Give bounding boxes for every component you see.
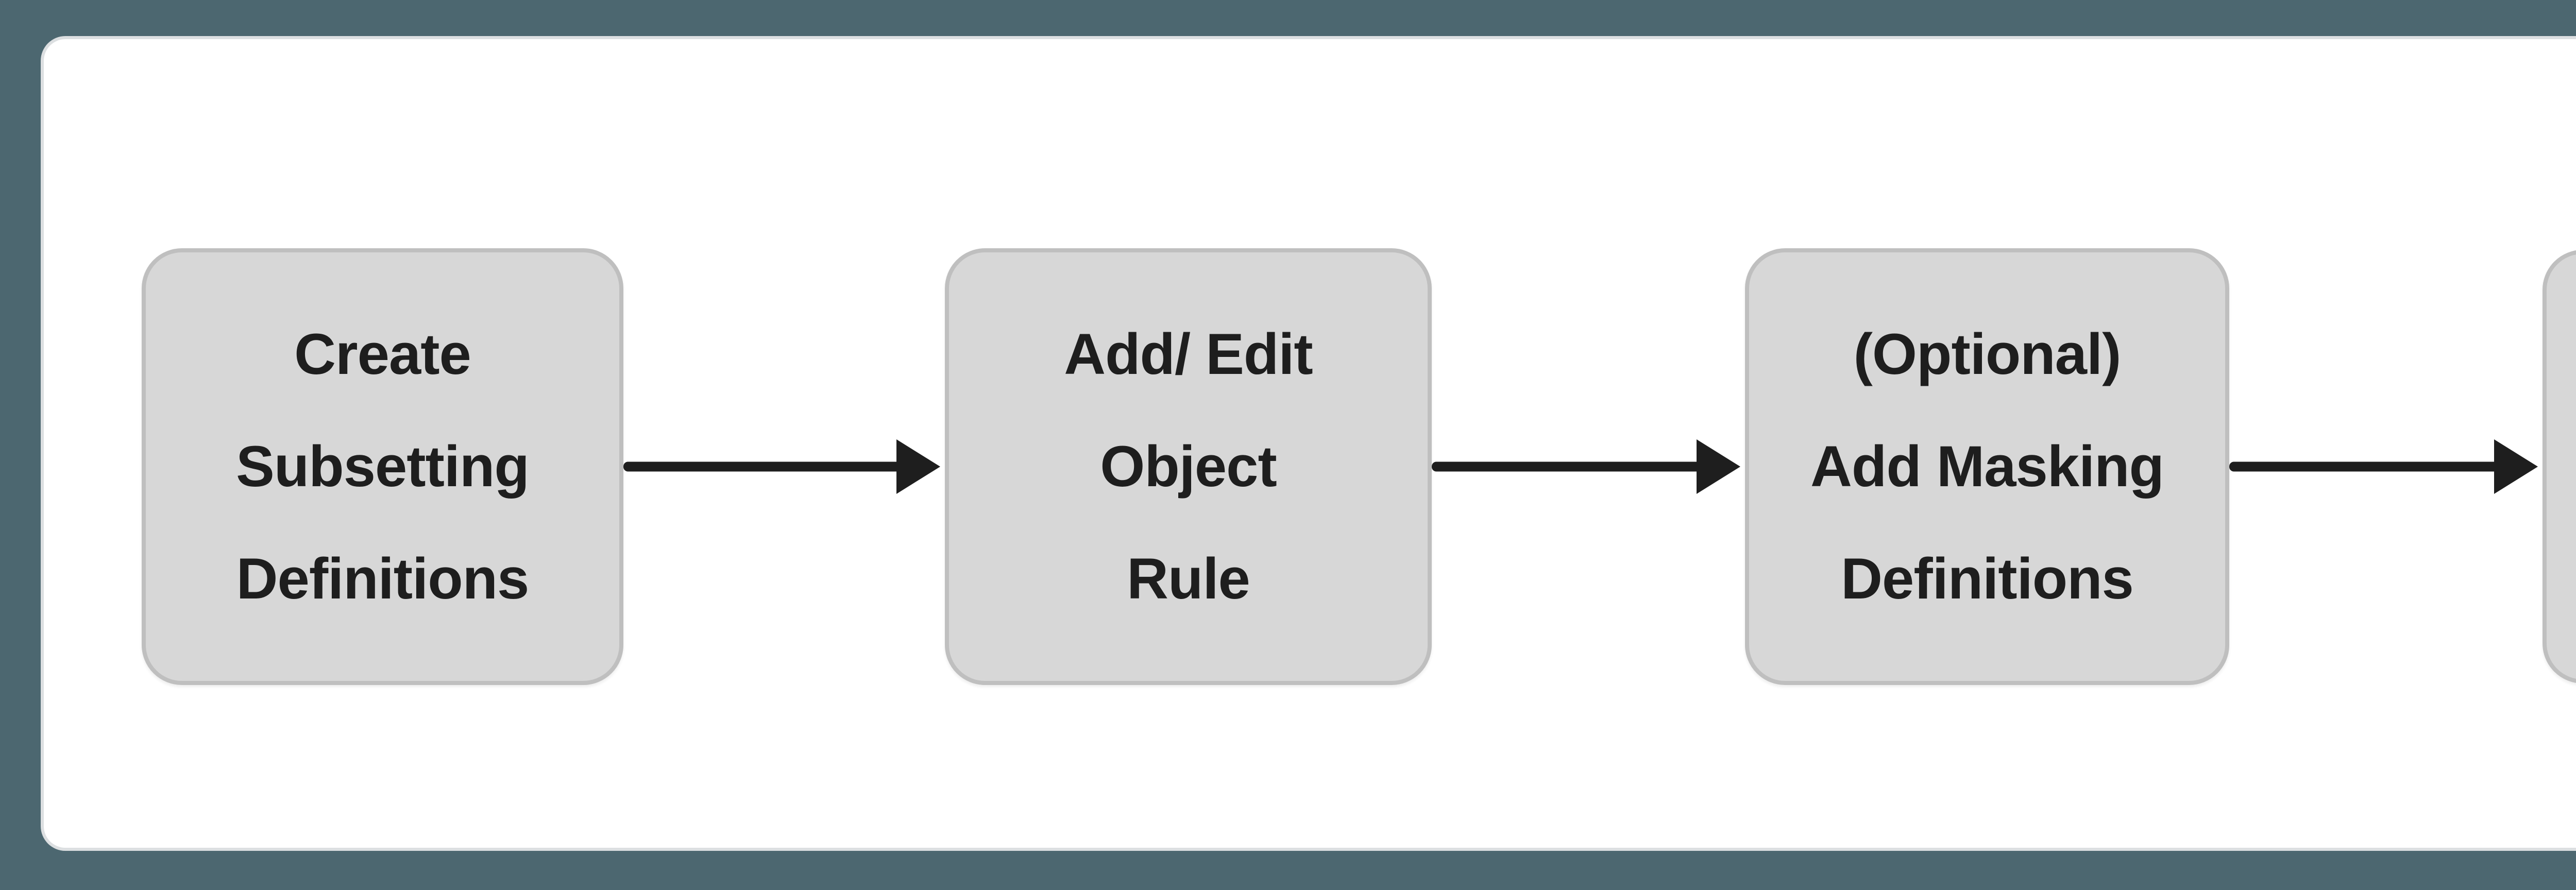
- node-label-line: and Execute: [2547, 410, 2576, 523]
- node-label-line: Script: [2547, 523, 2576, 635]
- arrow-shaft-icon: [2229, 461, 2499, 472]
- arrow-head-icon: [896, 439, 940, 494]
- node-label-line: Rule: [1127, 546, 1250, 611]
- node-label-line: Definitions: [236, 546, 530, 611]
- arrow-shaft-icon: [1432, 461, 1702, 472]
- arrow-head-icon: [1697, 439, 1740, 494]
- node-label-line: Add Masking: [1810, 434, 2164, 499]
- diagram-card: Create Subsetting Definitions Add/ Edit …: [44, 39, 2576, 848]
- process-flow-diagram: Create Subsetting Definitions Add/ Edit …: [142, 235, 2576, 698]
- process-node-create-subsetting-definitions[interactable]: Create Subsetting Definitions: [142, 248, 623, 685]
- arrow-connector-3: [2229, 439, 2543, 494]
- node-label-line: Generate: [2547, 298, 2576, 410]
- arrow-connector-2: [1432, 439, 1745, 494]
- arrow-shaft-icon: [623, 461, 902, 472]
- node-label-line: Add/ Edit: [1064, 322, 1313, 386]
- node-label-line: Create: [294, 322, 471, 386]
- arrow-connector-1: [623, 439, 945, 494]
- node-label-line: (Optional): [1853, 322, 2122, 386]
- process-node-generate-and-execute-script[interactable]: Generate and Execute Script: [2543, 250, 2576, 683]
- arrow-head-icon: [2494, 439, 2538, 494]
- process-node-add-masking-definitions[interactable]: (Optional) Add Masking Definitions: [1745, 248, 2229, 685]
- node-label-line: Subsetting: [236, 434, 530, 499]
- node-label-line: Definitions: [1841, 546, 2134, 611]
- node-label-line: Object: [1100, 434, 1277, 499]
- process-node-add-edit-object-rule[interactable]: Add/ Edit Object Rule: [945, 248, 1432, 685]
